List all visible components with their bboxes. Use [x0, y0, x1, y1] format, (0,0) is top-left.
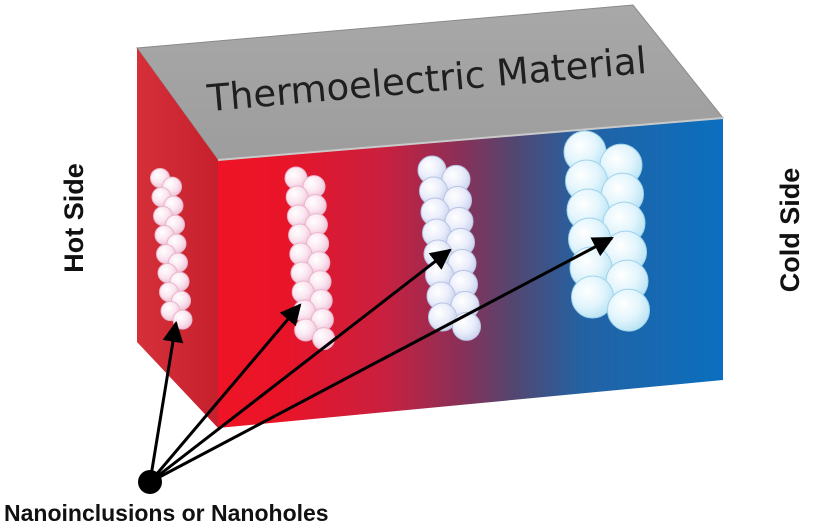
hot-side-label: Hot Side: [59, 163, 89, 273]
nanoinclusion-cluster-1: [284, 166, 336, 351]
nanoinclusion-cluster-3: [563, 130, 650, 332]
nanoinclusions-label: Nanoinclusions or Nanoholes: [4, 500, 329, 526]
callout-arrow-2: [148, 303, 302, 483]
nanoinclusion-cluster-side: [150, 168, 193, 330]
nanoinclusion-sphere: [452, 311, 481, 341]
callout-arrow-1: [148, 320, 184, 483]
nanoinclusion-sphere: [607, 288, 650, 332]
callout-arrows: [148, 236, 614, 484]
block-top-edge: [217, 117, 724, 161]
cold-side-label: Cold Side: [775, 168, 805, 293]
callout-arrow-4: [149, 236, 614, 484]
callout-arrow-3: [149, 248, 452, 484]
callout-origin-dot: [138, 470, 162, 494]
